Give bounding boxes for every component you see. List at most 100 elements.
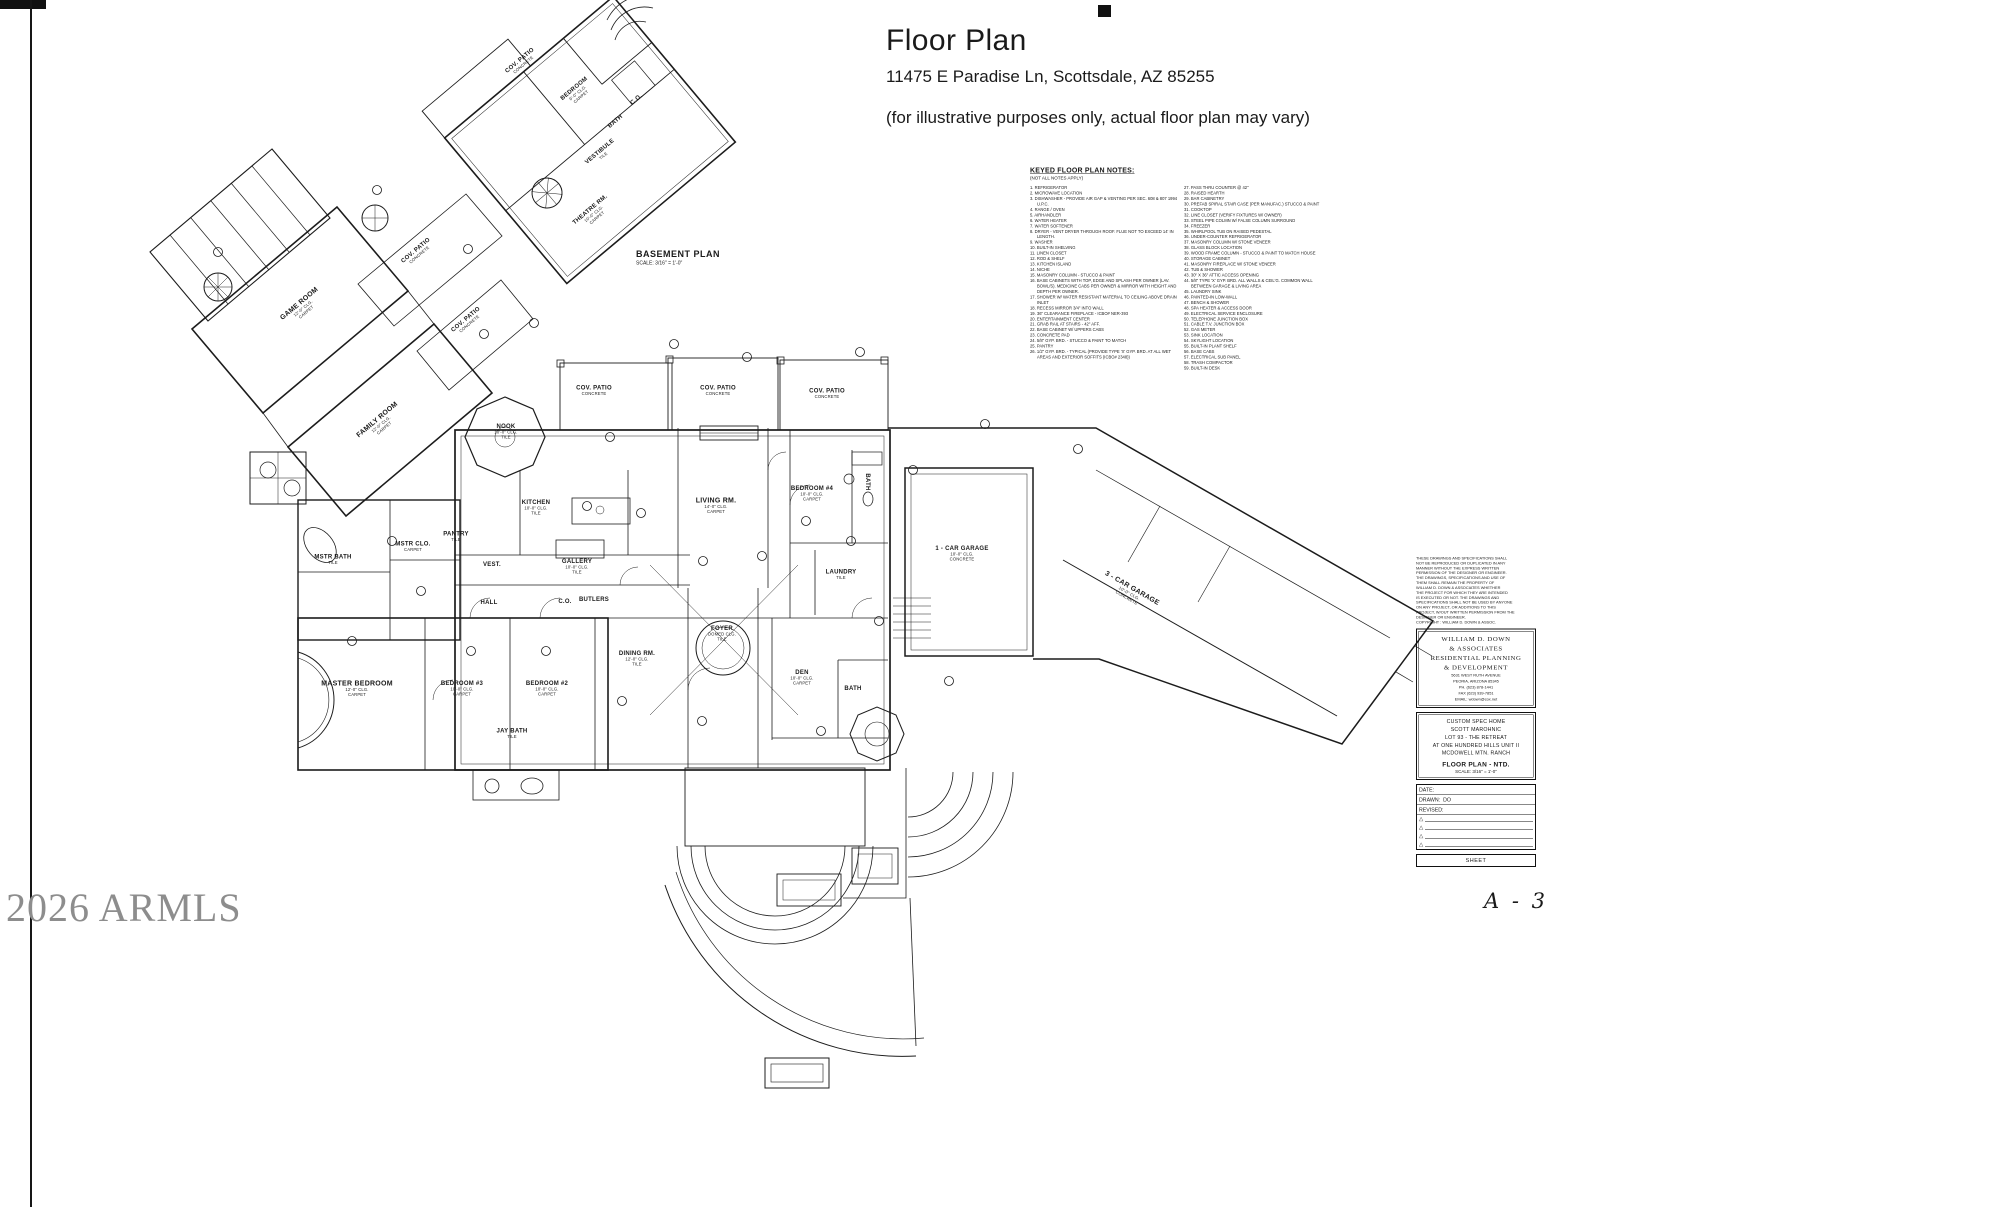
one-car-garage-outline [904, 467, 1034, 657]
keyed-note-line: 21. GRAB RAIL AT STAIRS - 42" AFF. [1030, 321, 1100, 327]
master-bay-window [297, 651, 335, 749]
revision-triangle-icon: △ [1419, 833, 1424, 840]
top-patios [556, 355, 889, 431]
watermark: 2026 ARMLS [6, 885, 242, 930]
keyed-note-line: 16. BASE CABINETS WITH TOP, EDGE AND SPL… [1030, 277, 1177, 294]
keyed-note-line: 12. ROD & SHELF [1030, 256, 1065, 262]
keyed-note-line: 57. ELECTRICAL SUB PANEL [1184, 354, 1241, 360]
basement-caption: BASEMENT PLAN SCALE: 3/16" = 1'-0" [636, 249, 766, 266]
legal-line: NOT BE REPRODUCED OR DUPLICATED IN ANY [1416, 560, 1506, 566]
firm-name-line: WILLIAM D. DOWN [1441, 635, 1511, 643]
trellis-patio [149, 148, 331, 322]
keyed-notes-subtitle: (NOT ALL NOTES APPLY) [1030, 175, 1084, 181]
legal-line: THE PROJECT FOR WHICH THEY ARE INTENDED [1416, 590, 1508, 595]
keyed-note-line: 20. ENTERTAINMENT CENTER [1030, 316, 1090, 322]
keyed-note-line: 30. PREFAB SPIRAL STAIR CASE (PER MANUFA… [1184, 201, 1320, 207]
revision-row: △ [1417, 824, 1535, 833]
keyed-note-line: 52. GAS METER [1184, 327, 1216, 333]
fireplace [699, 425, 759, 441]
bedroom-wing-outline [297, 617, 609, 771]
keyed-note-line: 43. 30" X 36" ATTIC ACCESS OPENING [1184, 272, 1260, 278]
keyed-note-line: 58. TRASH COMPACTOR [1184, 360, 1233, 365]
keyed-note-line: 32. LINE CLOSET (VERIFY FIXTURES W/ OWNE… [1184, 212, 1282, 218]
keyed-note-line: 10. BUILT-IN SHELVING [1030, 245, 1076, 251]
callout-bubbles [213, 185, 1083, 736]
sheet-label: SHEET [1416, 854, 1536, 868]
date-label: DATE: [1419, 787, 1435, 794]
keyed-note-line: 9. WASHER [1030, 239, 1053, 245]
revised-label: REVISED: [1419, 807, 1444, 814]
keyed-note-line: 48. SPA HEATER & ACCESS DOOR [1184, 305, 1252, 311]
family-room-outline [286, 322, 494, 518]
drawn-value: DO [1443, 797, 1451, 804]
legal-line: THEM SHALL REMAIN THE PROPERTY OF [1416, 580, 1495, 586]
keyed-note-line: 14. NICHE [1030, 267, 1050, 273]
keyed-note-line: 4. RANGE / OVEN [1030, 206, 1065, 212]
basement-title: BASEMENT PLAN [636, 249, 721, 259]
keyed-notes: KEYED FLOOR PLAN NOTES: (NOT ALL NOTES A… [1030, 166, 1340, 371]
legal-line: SPECIFICATIONS SHALL NOT BE USED BY ANYO… [1416, 600, 1513, 605]
scan-corner-mark [0, 0, 46, 9]
three-car-garage-outline [938, 427, 1435, 745]
keyed-note-line: 51. CABLE T.V. JUNCTION BOX [1184, 321, 1245, 327]
stair-tower [849, 706, 905, 762]
project-line: CUSTOM SPEC HOME [1446, 718, 1506, 725]
master-bath-fixtures [249, 451, 307, 505]
legal-line: PROJECT, W/OUT WRITTEN PERMISSION FROM T… [1416, 609, 1515, 615]
project-line: AT ONE HUNDRED HILLS UNIT II [1432, 742, 1520, 749]
legal-line: COPYRIGHT : WILLIAM D. DOWN & ASSOC. [1416, 619, 1497, 625]
firm-name-line: RESIDENTIAL PLANNING [1430, 654, 1522, 662]
keyed-note-line: 26. 1/2" GYP. BRD. - TYPICAL (PROVIDE TY… [1030, 349, 1172, 360]
drawing-title: FLOOR PLAN - NTD. [1442, 760, 1510, 769]
keyed-note-line: 2. MICROWAVE LOCATION [1030, 190, 1083, 196]
interior-walls [455, 428, 888, 768]
date-box: DATE: DRAWN:DO REVISED: △ △ △ △ [1416, 784, 1536, 851]
scan-top-mark [1098, 5, 1111, 17]
bath4-fixtures [843, 451, 883, 507]
keyed-note-line: 39. WOOD FRAME COLUMN - STUCCO & PAINT T… [1184, 250, 1316, 256]
keyed-note-line: 55. BUILT-IN PLANT SHELF [1184, 343, 1237, 349]
keyed-note-line: 45. LAUNDRY SINK [1184, 288, 1222, 294]
sheet-number: A - 3 [1484, 889, 1548, 913]
firm-name-line: & DEVELOPMENT [1444, 663, 1508, 672]
keyed-note-line: 18. RECESS MIRROR 3/4" INTO WALL [1030, 305, 1104, 311]
basement-stair-fan [606, 0, 654, 41]
legal-line: IS EXECUTED OR NOT. THE DRAWINGS AND [1416, 595, 1500, 600]
rear-structures [776, 768, 907, 907]
keyed-note-line: 25. PANTRY [1030, 343, 1054, 349]
foyer-rotunda [695, 620, 751, 676]
keyed-note-line: 27. PASS THRU COUNTER @ 42" [1184, 185, 1249, 190]
keyed-note-line: 29. BAR CABINETRY [1184, 195, 1225, 201]
keyed-note-line: 41. MASONRY FIREPLACE W/ STONE VENEER [1184, 261, 1276, 267]
round-column-icon [361, 204, 389, 232]
legal-line: ON ANY PROJECT, OR ADDITIONS TO THIS [1416, 605, 1496, 610]
wing-patio-1 [357, 193, 503, 327]
basement-plan-drawing [421, 0, 737, 285]
game-room-outline [190, 205, 410, 415]
keyed-note-line: 8. DRYER - VENT DRYER THROUGH ROOF. FLUE… [1030, 228, 1174, 240]
keyed-note-line: 49. ELECTRICAL SERVICE ENCLOSURE [1184, 310, 1263, 316]
keyed-note-line: 44. 5/8" TYPE 'X' GYP. BRD. ALL WALLS & … [1184, 277, 1313, 289]
legal-line: MANNER WITHOUT THE EXPRESS WRITTEN [1416, 565, 1500, 571]
firm-info-line: EMAIL: wdown@cox.net [1454, 696, 1498, 702]
keyed-note-line: 56. BASE CABS [1184, 349, 1215, 355]
keyed-note-line: 23. CONCRETE PAD [1030, 332, 1070, 338]
nook-bay-outline [464, 396, 546, 478]
firm-info-line: FAX (623) 939-7851 [1458, 690, 1494, 696]
keyed-note-line: 33. STEEL PIPE COLMN W/ FALSE COLUMN SUR… [1184, 217, 1296, 223]
keyed-note-line: 19. 36" CLEARANCE FIREPLACE - ICBO# NER-… [1030, 310, 1129, 316]
revision-row: △ [1417, 841, 1535, 850]
keyed-note-line: 31. COOKTOP [1184, 206, 1212, 212]
keyed-notes-title: KEYED FLOOR PLAN NOTES: [1030, 166, 1135, 174]
property-address: 11475 E Paradise Ln, Scottsdale, AZ 8525… [886, 67, 1215, 86]
keyed-note-line: 50. TELEPHONE JUNCTION BOX [1184, 316, 1249, 322]
revision-triangle-icon: △ [1419, 841, 1424, 848]
project-line: LOT 93 - THE RETREAT [1444, 734, 1508, 741]
